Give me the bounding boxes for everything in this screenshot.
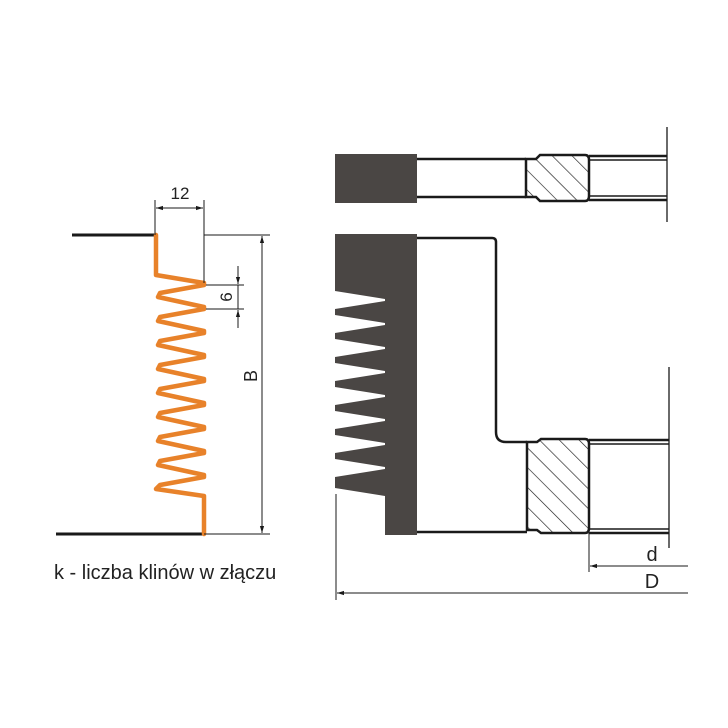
hub-lower-hatch [525,437,591,535]
cutter-section: d D [335,127,688,600]
cutter-upper-body [335,154,417,203]
hub-upper-hatch [524,153,591,203]
dimension-12-label: 12 [171,184,190,203]
dimension-b-label: B [241,370,261,382]
caption-text: k - liczba klinów w złączu [54,562,277,584]
dimension-6-label: 6 [217,292,236,301]
finger-profile-line [153,232,207,537]
cutter-main-body [335,234,417,535]
joint-profile: 12 6 B [56,184,270,537]
dimension-d-label: d [646,544,657,566]
dimension-D-label: D [645,571,659,593]
cutter-body-outline [417,236,527,444]
